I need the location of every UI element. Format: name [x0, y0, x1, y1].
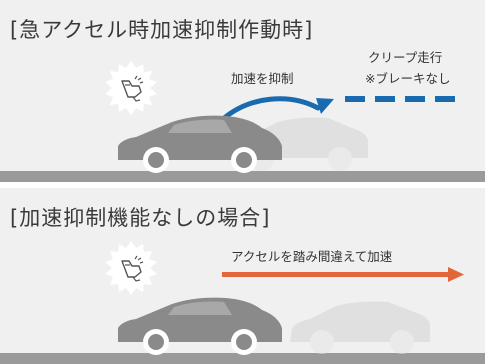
label-creep: クリープ走行 — [368, 50, 443, 65]
acceleration-arrow — [222, 272, 450, 277]
car-ghost-icon — [290, 301, 430, 354]
ground-strip — [0, 171, 485, 182]
ground-strip — [0, 353, 485, 364]
scenario-inactive-title: [加速抑制機能なしの場合] — [10, 206, 271, 230]
scenario-active-title: [急アクセル時加速抑制作動時] — [10, 18, 314, 42]
accelerator-pedal-icon — [105, 61, 157, 115]
suppression-arrowhead — [316, 98, 334, 114]
creep-dashed-line — [345, 96, 455, 102]
acceleration-arrowhead — [448, 267, 464, 282]
accelerator-pedal-icon — [105, 241, 157, 295]
scenario-inactive-art — [0, 241, 485, 364]
car-icon — [118, 297, 282, 355]
scenario-inactive-panel: [加速抑制機能なしの場合] — [0, 188, 485, 364]
car-icon — [118, 115, 282, 173]
label-pedal-mistake: アクセルを踏み間違えて加速 — [231, 249, 393, 264]
label-suppression: 加速を抑制 — [231, 71, 294, 86]
suppression-arrow — [220, 96, 321, 122]
scenario-active-panel: [急アクセル時加速抑制作動時] — [0, 0, 485, 182]
label-no-brake: ※ブレーキなし — [365, 71, 451, 86]
scenario-active-art — [0, 61, 485, 182]
